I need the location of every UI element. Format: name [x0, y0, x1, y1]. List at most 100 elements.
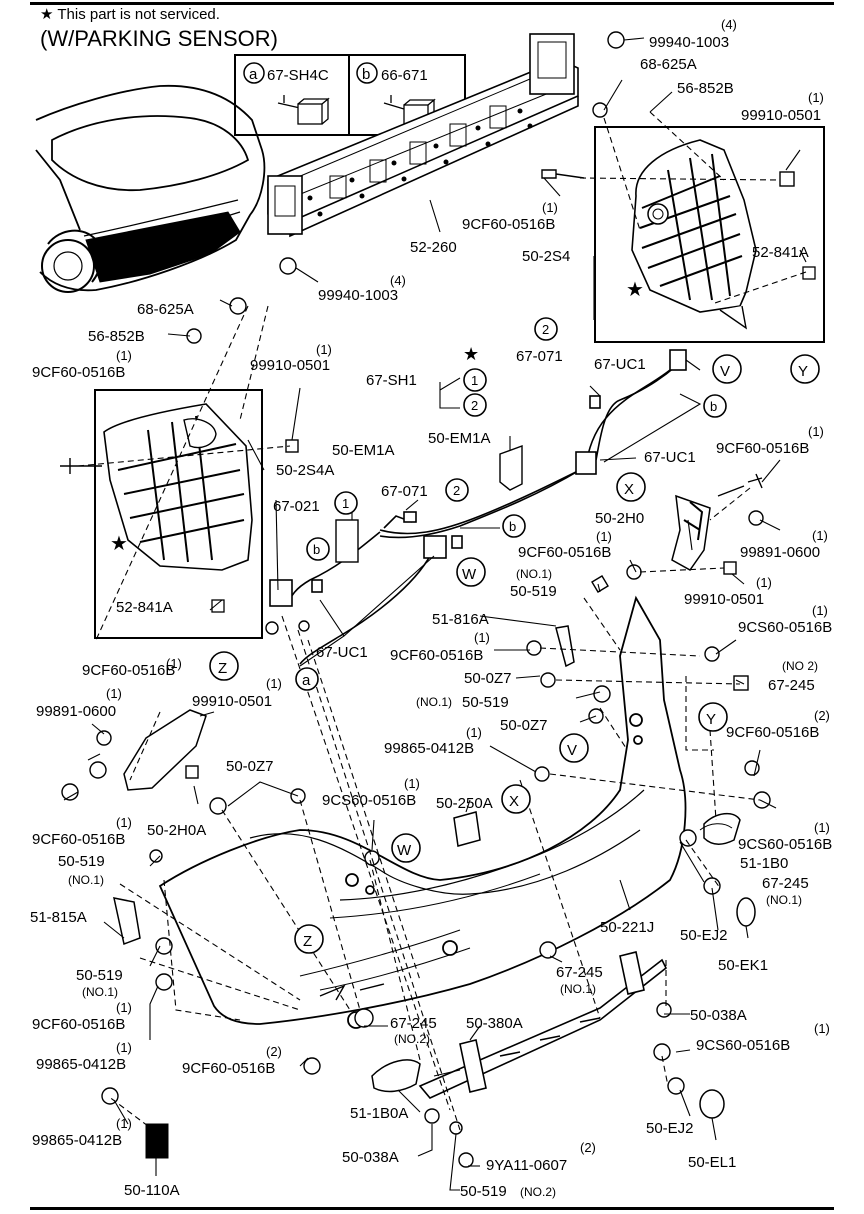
qty-9CS60-0516B-c: (1) [404, 776, 420, 791]
cap-50-EK1 [736, 897, 756, 927]
bracket-51-816A [555, 625, 575, 668]
label-50-519-no2: 50-519 [460, 1183, 507, 1200]
label-56-852B-left: 56-852B [88, 328, 145, 345]
label-9CF60-0516B-low: 9CF60-0516B [182, 1060, 275, 1077]
qty-9CF60-0516B-left: (1) [116, 348, 132, 363]
label-9CS60-0516B-c: 9CS60-0516B [322, 792, 416, 809]
legend-a-part: 67-SH4C [267, 67, 329, 84]
label-9CF60-0516B-mid: 9CF60-0516B [390, 647, 483, 664]
qty-9CF60-0516B-low: (2) [266, 1044, 282, 1059]
label-50-2H0A: 50-2H0A [147, 822, 206, 839]
label-67-UC1-mid: 67-UC1 [644, 449, 696, 466]
qty-9YA11-0607: (2) [580, 1140, 596, 1155]
label-50-221J: 50-221J [600, 919, 654, 936]
qty-9CF60-0516B-rr: (2) [814, 708, 830, 723]
label-50-519-no1-left: 50-519 [58, 853, 105, 870]
label-52-841A-left: 52-841A [116, 599, 173, 616]
label-9YA11-0607: 9YA11-0607 [486, 1157, 567, 1174]
bracket-50-110A [145, 1123, 169, 1159]
reference-markers [209, 317, 820, 954]
label-99865-0412B-low: 99865-0412B [32, 1132, 122, 1149]
marker-V-upper: V [720, 363, 730, 380]
label-67-071-mid: 67-071 [381, 483, 428, 500]
bumper-reinforcement [267, 33, 579, 238]
legend-a-letter: a [249, 66, 258, 83]
label-51-815A: 51-815A [30, 909, 87, 926]
marker-2-67-071-mid: 2 [453, 483, 460, 498]
label-50-110A: 50-110A [124, 1182, 180, 1199]
label-50-EJ2-top: 50-EJ2 [680, 927, 728, 944]
qty-9CS60-0516B-low: (1) [814, 1021, 830, 1036]
marker-Z-lower: Z [303, 933, 312, 950]
pad-50-EM1A-left [335, 519, 359, 563]
label-51-1B0A: 51-1B0A [350, 1105, 408, 1122]
label-99891-0600-right: 99891-0600 [740, 544, 820, 561]
label-50-0Z7-c: 50-0Z7 [226, 758, 274, 775]
qty-9CS60-0516B-rr: (1) [814, 820, 830, 835]
label-67-245-no1-mid: 67-245 [556, 964, 603, 981]
qty-9CF60-0516B-r2: (1) [596, 529, 612, 544]
qty-9CF60-0516B-l3: (1) [116, 1000, 132, 1015]
vehicle-rear-sketch [35, 84, 266, 293]
label-50-250A: 50-250A [436, 795, 493, 812]
label-99940-1003-top: 99940-1003 [649, 34, 729, 51]
marker-V-lower: V [567, 742, 577, 759]
star-icon: ★ [40, 6, 54, 23]
part-labels: (4) 99940-1003 68-625A 56-852B (1) 99910… [30, 17, 832, 1200]
parking-sensor-harness [269, 349, 687, 665]
label-9CF60-0516B-l3: 9CF60-0516B [32, 1016, 125, 1033]
qty-9CF60-0516B-right: (1) [808, 424, 824, 439]
marker-2-67-071-top: 2 [542, 322, 549, 337]
legend-box: a 67-SH4C b 66-671 [234, 54, 466, 136]
label-50-EM1A-right: 50-EM1A [428, 430, 491, 447]
label-99910-0501-top: 99910-0501 [741, 107, 821, 124]
qty-99865-0412B-low: (1) [116, 1116, 132, 1131]
label-99865-0412B-mid: 99865-0412B [36, 1056, 126, 1073]
clip-52-841A-left-icon [211, 599, 225, 613]
qty-50-519-no1-mid: (NO.1) [416, 695, 452, 709]
qty-99910-0501-top: (1) [808, 90, 824, 105]
label-9CS60-0516B-rr: 9CS60-0516B [738, 836, 832, 853]
star-mark-left: ★ [110, 533, 128, 555]
marker-b-upper: b [710, 399, 717, 414]
qty-99910-0501-r: (1) [756, 575, 772, 590]
not-serviced-note: ★ This part is not serviced. [40, 6, 220, 24]
marker-1-sh1: 1 [471, 373, 478, 388]
bracket-51-815A [113, 897, 141, 946]
top-border-rule [30, 2, 834, 5]
bracket-50-250A [453, 811, 481, 847]
reference-marker-labels: V Y X W Z a Y V X W Z 1 2 2 1 2 b b b ★ [218, 322, 808, 950]
label-99865-0412B-top: 99865-0412B [384, 740, 474, 757]
label-50-380A: 50-380A [466, 1015, 523, 1032]
label-67-245-no2-mid: 67-245 [390, 1015, 437, 1032]
label-50-2S4A: 50-2S4A [276, 462, 334, 479]
label-50-2S4: 50-2S4 [522, 248, 570, 265]
qty-99940-1003-top: (4) [721, 17, 737, 32]
qty-67-245-no1-mid: (NO.1) [560, 982, 596, 996]
label-9CF60-0516B-lh: 9CF60-0516B [82, 662, 175, 679]
label-99910-0501-r: 99910-0501 [684, 591, 764, 608]
label-67-SH1: 67-SH1 [366, 372, 417, 389]
bottom-border-rule [30, 1207, 834, 1210]
label-50-038A-low: 50-038A [342, 1149, 399, 1166]
reflector-51-1B0 [699, 812, 741, 845]
marker-2-sh1: 2 [471, 398, 478, 413]
qty-9CF60-0516B-upper: (1) [542, 200, 558, 215]
label-50-0Z7-b: 50-0Z7 [500, 717, 548, 734]
pad-50-EM1A-right [499, 445, 523, 491]
fastener-group [60, 31, 795, 1168]
label-51-816A: 51-816A [432, 611, 489, 628]
qty-99865-0412B-top: (1) [466, 725, 482, 740]
label-9CF60-0516B-upper: 9CF60-0516B [462, 216, 555, 233]
marker-W-upper: W [462, 566, 477, 583]
cap-50-EL1 [699, 1089, 725, 1119]
bracket-box-left: ★ [94, 389, 263, 639]
qty-9CF60-0516B-lh: (1) [166, 656, 182, 671]
marker-b-mid: b [509, 519, 516, 534]
label-99910-0501-ll: 99910-0501 [192, 693, 272, 710]
label-50-519-no1-top: 50-519 [510, 583, 557, 600]
connector-a-icon [277, 95, 330, 125]
label-9CS60-0516B-low: 9CS60-0516B [696, 1037, 790, 1054]
